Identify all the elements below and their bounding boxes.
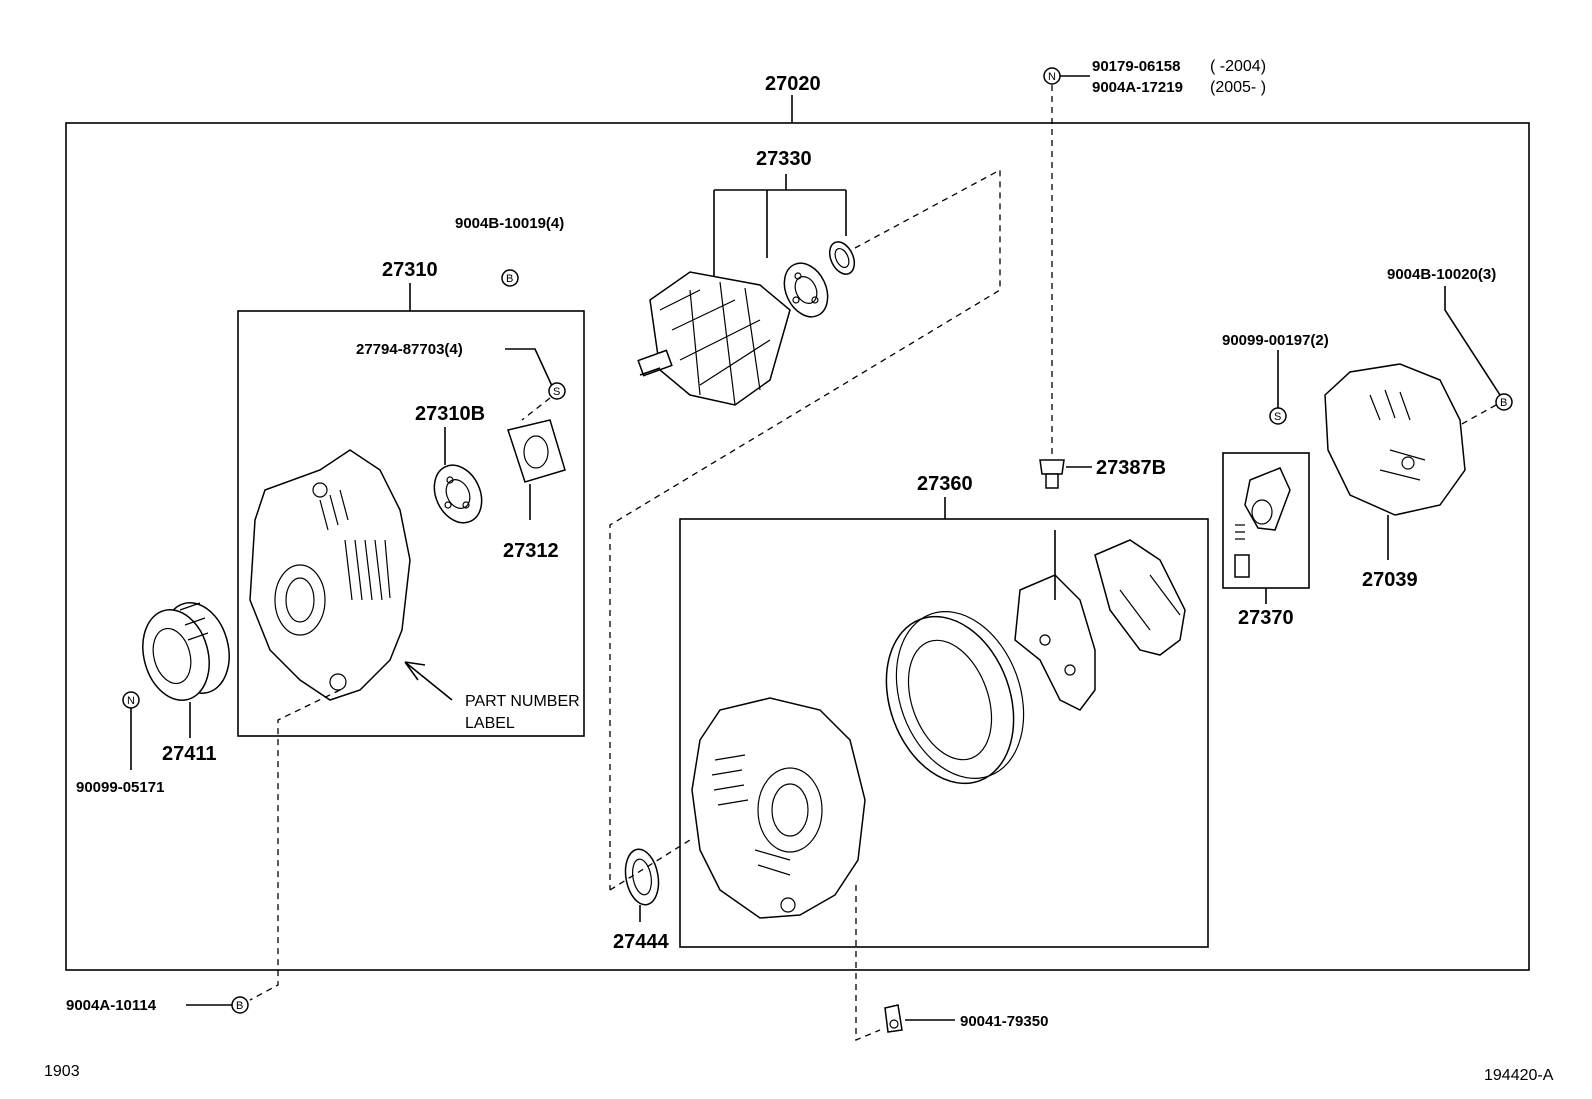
label-washer[interactable]: 27444 [613,931,669,953]
label-part-number-2: LABEL [465,715,515,732]
svg-text:B: B [506,273,513,285]
frame-drive-box [237,310,585,737]
label-retainer-plate[interactable]: 27312 [503,540,559,562]
label-rear-cover[interactable]: 27039 [1362,569,1418,591]
drive-end-frame[interactable] [249,449,411,701]
rear-end-frame[interactable] [691,697,866,919]
page-number-right: 194420-A [1484,1067,1554,1084]
label-pulley[interactable]: 27411 [162,743,217,765]
retainer-plate[interactable] [507,419,566,483]
svg-text:S: S [553,386,560,398]
label-top-bolt-2[interactable]: 9004A-17219 [1092,79,1183,96]
svg-text:B: B [236,1000,243,1012]
rotor-ring[interactable] [825,238,859,278]
stud-part[interactable] [1039,459,1065,489]
label-screw-b-left[interactable]: 9004B-10019(4) [455,215,564,232]
washer-part[interactable] [621,847,662,908]
label-part-number-1: PART NUMBER [465,693,580,710]
svg-text:N: N [127,695,135,707]
label-top-bolt-1[interactable]: 90179-06158 [1092,58,1180,75]
front-bearing[interactable] [425,458,490,531]
pulley-part[interactable] [133,595,239,707]
label-bolt-bottom-left[interactable]: 9004A-10114 [66,997,157,1014]
svg-text:S: S [1274,411,1281,423]
rect-holder-box [679,518,1209,948]
svg-text:N: N [1048,71,1056,83]
label-terminal[interactable]: 90041-79350 [960,1013,1048,1030]
rotor-part[interactable] [637,271,791,406]
page-number-left: 1903 [44,1063,80,1080]
marker-bolt-right: B [1495,393,1513,411]
label-rect-holder[interactable]: 27360 [917,473,973,495]
marker-bolt-bottom: B [231,996,249,1014]
rotor-bearing[interactable] [776,256,836,324]
marker-nut-pulley: N [122,691,140,709]
assembly-frame [65,122,1530,971]
label-brush-holder[interactable]: 27370 [1238,607,1294,629]
rectifier-part[interactable] [1014,530,1096,711]
marker-nut-top: N [1043,67,1061,85]
label-nut-pulley[interactable]: 90099-05171 [76,779,164,796]
label-top-bolt-2-range: (2005- ) [1210,79,1266,96]
rear-cover-part[interactable] [1324,363,1466,516]
brush-holder-part[interactable] [1234,467,1291,578]
label-screw-b-right[interactable]: 9004B-10020(3) [1387,266,1496,283]
svg-text:B: B [1500,397,1507,409]
marker-bolt-left: B [501,269,519,287]
regulator-part[interactable] [1094,539,1186,656]
label-rotor[interactable]: 27330 [756,148,812,170]
marker-screw-right: S [1269,407,1287,425]
label-screw-s-right[interactable]: 90099-00197(2) [1222,332,1329,349]
label-screw-s-plate[interactable]: 27794-87703(4) [356,341,463,358]
label-frame-drive[interactable]: 27310 [382,259,438,281]
marker-screw-plate: S [548,382,566,400]
terminal-part[interactable] [884,1004,903,1033]
label-bearing-front[interactable]: 27310B [415,403,485,425]
stator-part[interactable] [864,594,1046,802]
label-stud[interactable]: 27387B [1096,457,1166,479]
label-top-bolt-1-range: ( -2004) [1210,58,1266,75]
label-assembly[interactable]: 27020 [765,73,821,95]
